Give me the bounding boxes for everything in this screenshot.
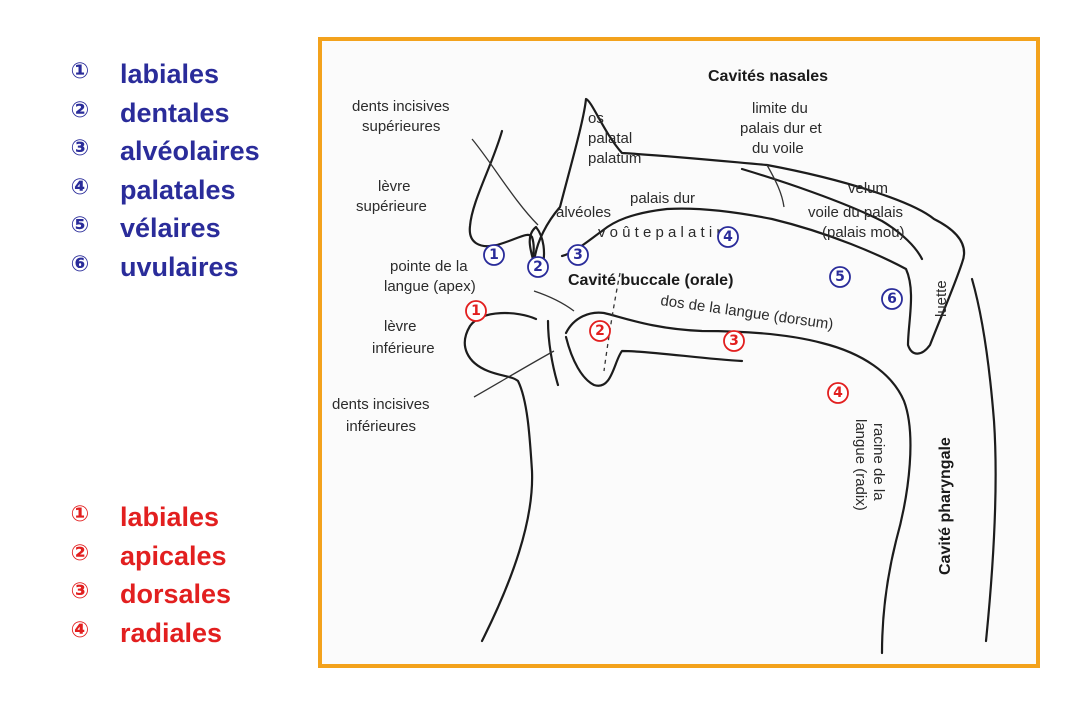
pointer-pointe <box>533 290 575 312</box>
legend-number: ② <box>70 97 90 123</box>
pointer-dents-sup <box>471 138 539 226</box>
label-racine-1: racine de la <box>870 423 887 501</box>
legend-number: ④ <box>70 174 90 200</box>
legend-label: alvéolaires <box>120 136 260 166</box>
label-dents-inf-1: dents incisives <box>332 396 430 413</box>
label-limite-2: palais dur et <box>740 120 823 137</box>
label-palais-dur: palais dur <box>630 190 695 207</box>
label-pointe-1: pointe de la <box>390 258 468 275</box>
label-os-1: os <box>588 110 604 127</box>
svg-text:3: 3 <box>573 247 583 263</box>
pharynx-wall <box>970 277 997 643</box>
legend-label: labiales <box>120 59 220 89</box>
legend-label: uvulaires <box>120 251 239 282</box>
palate-outline <box>532 97 966 355</box>
upper-lip-outline <box>468 129 535 267</box>
legend-label: radiales <box>120 617 223 648</box>
marker-blue-4: 4 <box>717 226 739 248</box>
svg-text:1: 1 <box>489 247 499 263</box>
svg-text:2: 2 <box>533 259 543 275</box>
label-voile-1: voile du palais <box>808 204 903 221</box>
label-dents-inf-2: inférieures <box>346 418 416 435</box>
label-dents-sup-1: dents incisives <box>352 98 450 115</box>
label-levre-sup-1: lèvre <box>378 178 411 195</box>
label-levre-inf-1: lèvre <box>384 318 417 335</box>
legend-label: apicales <box>120 540 227 571</box>
svg-text:2: 2 <box>595 323 605 339</box>
label-racine-2: langue (radix) <box>852 419 869 511</box>
marker-blue-6: 6 <box>881 288 903 310</box>
upper-incisor <box>528 225 546 271</box>
legend-number: ② <box>70 540 90 566</box>
label-levre-inf-2: inférieure <box>372 340 435 357</box>
legend-number: ③ <box>70 136 90 161</box>
label-voile-2: (palais mou) <box>822 224 905 241</box>
svg-text:3: 3 <box>729 333 739 349</box>
legend-label: dentales <box>120 97 230 128</box>
marker-blue-1: 1 <box>483 244 505 266</box>
blue-markers: 1 2 3 4 5 6 <box>483 226 903 310</box>
legend-number: ④ <box>70 617 90 643</box>
label-luette: luette <box>933 280 950 317</box>
label-alveoles: alvéoles <box>556 204 611 221</box>
marker-red-2: 2 <box>589 320 611 342</box>
label-dents-sup-2: supérieures <box>362 118 440 135</box>
legend-number: ① <box>70 502 90 527</box>
svg-text:1: 1 <box>471 303 481 319</box>
label-dos-langue: dos de la langue (dorsum) <box>659 292 834 333</box>
label-limite-3: du voile <box>752 140 804 157</box>
svg-text:4: 4 <box>833 385 843 401</box>
lower-lip-outline <box>463 311 538 643</box>
label-pointe-2: langue (apex) <box>384 278 476 295</box>
tongue-outline <box>564 311 912 655</box>
label-voute: v o û t e p a l a t i n e <box>598 224 737 241</box>
label-os-2: palatal <box>588 130 632 147</box>
legend-label: labiales <box>120 502 220 532</box>
label-cavites-nasales: Cavités nasales <box>708 68 828 85</box>
diagram-labels: Cavités nasales dents incisives supérieu… <box>332 68 954 575</box>
svg-text:5: 5 <box>835 269 845 285</box>
tongue-underside <box>564 335 744 387</box>
label-cavite-pharyngale: Cavité pharyngale <box>937 437 954 575</box>
vocal-tract-diagram: Cavités nasales dents incisives supérieu… <box>332 68 997 655</box>
label-velum: velum <box>848 180 888 197</box>
legend-number: ① <box>70 59 90 84</box>
anatomy-outline <box>463 97 997 655</box>
legend-number: ⑤ <box>70 213 90 238</box>
red-markers: 1 2 3 4 <box>465 300 849 404</box>
marker-blue-5: 5 <box>829 266 851 288</box>
marker-red-3: 3 <box>723 330 745 352</box>
legend-label: palatales <box>120 174 236 205</box>
legend-label: dorsales <box>120 579 232 609</box>
label-os-3: palatum <box>588 150 641 167</box>
pointer-apex-dashed <box>603 272 621 372</box>
svg-text:6: 6 <box>887 291 897 307</box>
marker-blue-3: 3 <box>567 244 589 266</box>
legend-number: ⑥ <box>70 251 90 277</box>
label-limite-1: limite du <box>752 100 808 117</box>
pointer-dents-inf <box>473 350 555 398</box>
legend-label: vélaires <box>120 213 221 243</box>
legend-number: ③ <box>70 579 90 604</box>
svg-text:4: 4 <box>723 229 733 245</box>
diagram-frame: Cavités nasales dents incisives supérieu… <box>318 37 1040 668</box>
marker-red-1: 1 <box>465 300 487 322</box>
marker-red-4: 4 <box>827 382 849 404</box>
label-levre-sup-2: supérieure <box>356 198 427 215</box>
marker-blue-2: 2 <box>527 256 549 278</box>
label-cavite-buccale: Cavité buccale (orale) <box>568 272 733 289</box>
palate-border-line <box>766 164 785 208</box>
